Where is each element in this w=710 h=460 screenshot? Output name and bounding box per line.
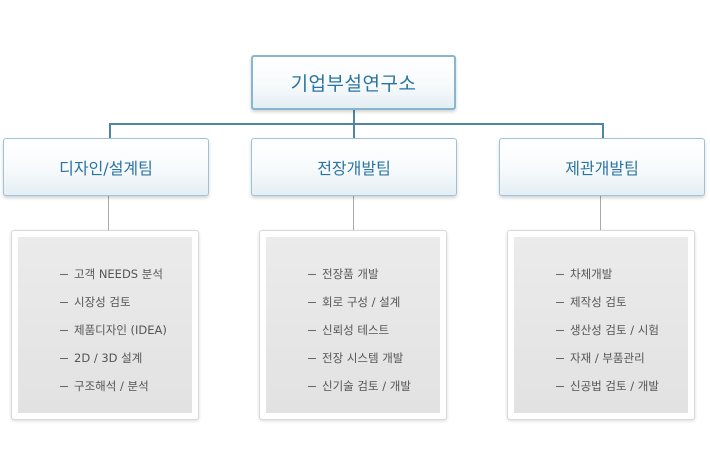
list-item: 신공법 검토 / 개발: [556, 372, 688, 400]
team-node-electrical: 전장개발팀: [251, 138, 457, 196]
dash-icon: [308, 301, 316, 303]
dash-icon: [308, 357, 316, 359]
dash-icon: [556, 385, 564, 387]
root-title: 기업부설연구소: [290, 73, 417, 95]
list-item: 신뢰성 테스트: [308, 316, 440, 344]
connector-panel-0: [108, 196, 109, 230]
dash-icon: [60, 385, 68, 387]
team-node-design: 디자인/설계팀: [3, 138, 209, 196]
team-panel-electrical: 전장품 개발 회로 구성 / 설계 신뢰성 테스트 전장 시스템 개발 신기술 …: [259, 230, 447, 420]
dash-icon: [60, 329, 68, 331]
dash-icon: [308, 329, 316, 331]
item-label: 회로 구성 / 설계: [322, 295, 401, 309]
dash-icon: [60, 301, 68, 303]
connector-team-2: [602, 123, 604, 138]
item-label: 제품디자인 (IDEA): [74, 323, 167, 337]
connector-panel-1: [353, 196, 354, 230]
list-item: 제품디자인 (IDEA): [60, 316, 192, 344]
item-label: 신공법 검토 / 개발: [570, 379, 659, 393]
list-item: 구조해석 / 분석: [60, 372, 192, 400]
connector-root-down: [353, 110, 355, 124]
item-label: 신뢰성 테스트: [322, 323, 390, 337]
dash-icon: [308, 273, 316, 275]
dash-icon: [556, 357, 564, 359]
list-item: 회로 구성 / 설계: [308, 288, 440, 316]
item-label: 생산성 검토 / 시험: [570, 323, 659, 337]
list-item: 자재 / 부품관리: [556, 344, 688, 372]
dash-icon: [60, 273, 68, 275]
list-item: 2D / 3D 설계: [60, 344, 192, 372]
item-label: 제작성 검토: [570, 295, 627, 309]
list-item: 신기술 검토 / 개발: [308, 372, 440, 400]
dash-icon: [556, 273, 564, 275]
connector-team-1: [353, 123, 355, 138]
list-item: 전장 시스템 개발: [308, 344, 440, 372]
item-label: 구조해석 / 분석: [74, 379, 149, 393]
dash-icon: [556, 301, 564, 303]
list-item: 제작성 검토: [556, 288, 688, 316]
task-list: 고객 NEEDS 분석 시장성 검토 제품디자인 (IDEA) 2D / 3D …: [18, 237, 192, 413]
item-label: 신기술 검토 / 개발: [322, 379, 411, 393]
item-label: 2D / 3D 설계: [74, 351, 143, 365]
task-list: 차체개발 제작성 검토 생산성 검토 / 시험 자재 / 부품관리 신공법 검토…: [514, 237, 688, 413]
dash-icon: [556, 329, 564, 331]
item-label: 차체개발: [570, 267, 613, 281]
item-label: 고객 NEEDS 분석: [74, 267, 163, 281]
list-item: 시장성 검토: [60, 288, 192, 316]
team-panel-design: 고객 NEEDS 분석 시장성 검토 제품디자인 (IDEA) 2D / 3D …: [11, 230, 199, 420]
team-title: 제관개발팀: [565, 159, 639, 178]
root-node: 기업부설연구소: [251, 55, 456, 110]
connector-team-0: [109, 123, 111, 138]
dash-icon: [308, 385, 316, 387]
item-label: 전장품 개발: [322, 267, 379, 281]
item-label: 자재 / 부품관리: [570, 351, 645, 365]
connector-panel-2: [600, 196, 601, 230]
team-title: 전장개발팀: [317, 159, 391, 178]
list-item: 생산성 검토 / 시험: [556, 316, 688, 344]
team-title: 디자인/설계팀: [59, 159, 153, 178]
item-label: 전장 시스템 개발: [322, 351, 404, 365]
task-list: 전장품 개발 회로 구성 / 설계 신뢰성 테스트 전장 시스템 개발 신기술 …: [266, 237, 440, 413]
list-item: 차체개발: [556, 260, 688, 288]
team-node-fabrication: 제관개발팀: [499, 138, 705, 196]
list-item: 고객 NEEDS 분석: [60, 260, 192, 288]
item-label: 시장성 검토: [74, 295, 131, 309]
team-panel-fabrication: 차체개발 제작성 검토 생산성 검토 / 시험 자재 / 부품관리 신공법 검토…: [507, 230, 695, 420]
dash-icon: [60, 357, 68, 359]
connector-horizontal: [109, 123, 604, 125]
list-item: 전장품 개발: [308, 260, 440, 288]
